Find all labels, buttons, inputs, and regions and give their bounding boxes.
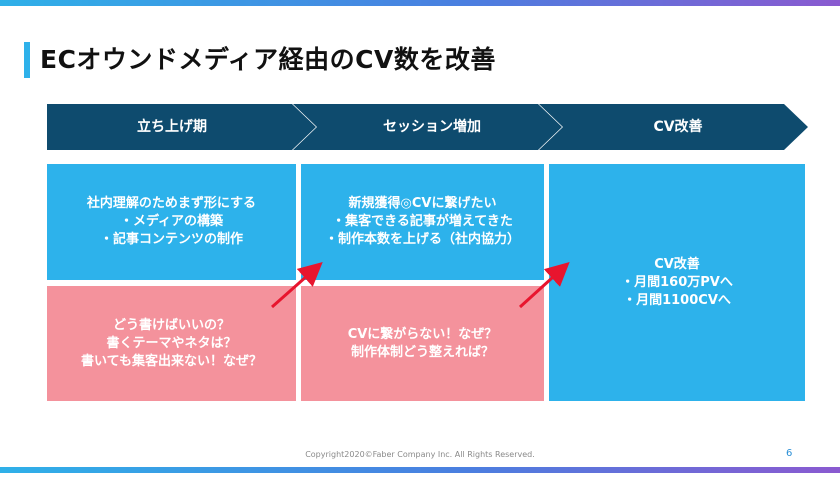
phase-chevrons xyxy=(47,104,808,150)
phase-chevron-1 xyxy=(47,104,316,150)
problem-1-line-1: どう書けばいいの？ xyxy=(112,317,230,333)
problem-box-1: どう書けばいいの？ 書くテーマやネタは？ 書いても集客出来ない！なぜ？ xyxy=(47,286,296,401)
phase-label-1: 立ち上げ期 xyxy=(137,119,207,135)
problem-2-line-1: CVに繋がらない！なぜ？ xyxy=(347,326,498,342)
goal-1-line-3: ・記事コンテンツの制作 xyxy=(99,232,243,247)
top-gradient-bar xyxy=(0,0,840,6)
slide-title: ECオウンドメディア経由のCV数を改善 xyxy=(40,45,496,74)
goal-2-line-1: 新規獲得◎CVに繋げたい xyxy=(348,196,497,211)
phase-chevron-2 xyxy=(293,104,562,150)
copyright-footer: Copyright2020©Faber Company Inc. All Rig… xyxy=(305,450,535,459)
problem-2-line-2: 制作体制どう整えれば？ xyxy=(350,344,494,360)
phase-chevron-3 xyxy=(539,104,808,150)
goal-box-2: 新規獲得◎CVに繋げたい ・集客できる記事が増えてきた ・制作本数を上げる（社内… xyxy=(301,164,544,280)
goal-2-line-3: ・制作本数を上げる（社内協力） xyxy=(324,232,520,247)
goal-1-line-1: 社内理解のためまず形にする xyxy=(86,196,257,211)
title-accent-bar xyxy=(24,42,30,78)
problem-1-line-2: 書くテーマやネタは？ xyxy=(106,335,237,351)
goal-3-line-3: ・月間1100CVへ xyxy=(623,292,731,308)
bottom-gradient-bar xyxy=(0,467,840,473)
problem-1-line-3: 書いても集客出来ない！なぜ？ xyxy=(81,353,262,369)
problem-box-2: CVに繋がらない！なぜ？ 制作体制どう整えれば？ xyxy=(301,286,544,401)
goal-2-line-2: ・集客できる記事が増えてきた xyxy=(332,214,513,229)
goal-3-line-2: ・月間160万PVへ xyxy=(621,274,733,290)
phase-label-2: セッション増加 xyxy=(383,119,481,135)
goal-1-line-2: ・メディアの構築 xyxy=(119,214,224,229)
goal-box-1: 社内理解のためまず形にする ・メディアの構築 ・記事コンテンツの制作 xyxy=(47,164,296,280)
transition-arrow-1 xyxy=(271,262,323,309)
goal-box-3: CV改善 ・月間160万PVへ ・月間1100CVへ xyxy=(549,164,805,401)
phase-label-3: CV改善 xyxy=(653,119,703,135)
transition-arrow-2 xyxy=(518,261,570,309)
goal-3-line-1: CV改善 xyxy=(654,256,700,272)
page-number: 6 xyxy=(786,448,793,459)
